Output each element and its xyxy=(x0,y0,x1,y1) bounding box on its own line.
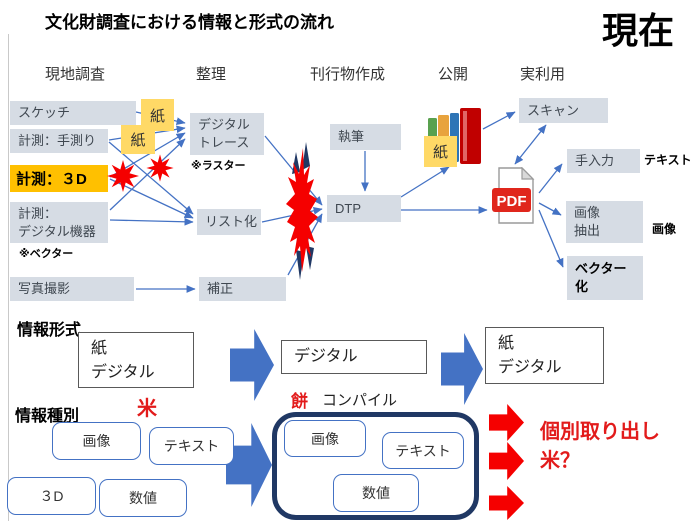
mochi-annotation: 餅 xyxy=(291,392,308,411)
note-vector: ※ベクター xyxy=(19,248,74,260)
box-correction: 補正 xyxy=(199,277,286,301)
tag-paper-2: 紙 xyxy=(121,125,155,154)
stage-header-organize: 整理 xyxy=(196,66,227,83)
stage-header-field-survey: 現地調査 xyxy=(45,66,106,83)
type-box-image: 画像 xyxy=(52,422,141,460)
format-heading: 情報形式 xyxy=(17,322,82,339)
box-vectorize: ベクター 化 xyxy=(567,256,643,300)
format-box-2: デジタル xyxy=(281,340,427,374)
box-sketch: スケッチ xyxy=(10,101,136,125)
type-heading: 情報種別 xyxy=(15,408,80,425)
pdf-icon: PDF xyxy=(492,167,535,224)
group-box-text: テキスト xyxy=(382,432,464,469)
note-text: テキスト xyxy=(644,153,692,167)
box-writing: 執筆 xyxy=(330,124,401,150)
box-measure-digital: 計測： デジタル機器 xyxy=(10,202,108,243)
type-box-number: 数値 xyxy=(99,479,187,517)
box-listing: リスト化 xyxy=(197,209,261,235)
box-image-extract: 画像 抽出 xyxy=(566,201,643,243)
box-manual-input: 手入力 xyxy=(567,149,640,173)
page-title: 文化財調査における情報と形式の流れ xyxy=(45,13,334,32)
box-measure-hand: 計測：手測り xyxy=(10,129,108,153)
box-scan: スキャン xyxy=(519,98,608,123)
note-raster: ※ラスター xyxy=(191,160,246,172)
box-measure-3d: 計測：３D xyxy=(10,165,108,192)
rice-annotation: 米 xyxy=(137,398,157,420)
tag-paper-3: 紙 xyxy=(424,136,457,167)
box-digital-trace: デジタル トレース xyxy=(190,113,264,155)
stage-header-release: 公開 xyxy=(438,66,469,83)
group-box-number: 数値 xyxy=(333,474,419,512)
starburst-small-icons xyxy=(107,154,174,192)
box-photo: 写真撮影 xyxy=(10,277,134,301)
pdf-icon-label: PDF xyxy=(497,193,527,210)
individual-extraction-label: 個別取り出し 米？ xyxy=(540,421,660,472)
stage-header-practical-use: 実利用 xyxy=(520,66,566,83)
slide-left-edge xyxy=(8,34,9,521)
type-box-3d: ３D xyxy=(7,477,96,515)
group-box-image: 画像 xyxy=(284,420,366,457)
compile-label: コンパイル xyxy=(322,392,398,409)
type-box-text: テキスト xyxy=(149,427,234,465)
box-dtp: DTP xyxy=(327,195,401,222)
starburst-large-icon xyxy=(286,142,318,280)
stage-header-publication: 刊行物作成 xyxy=(310,66,386,83)
note-image: 画像 xyxy=(652,222,677,236)
current-label: 現在 xyxy=(602,10,675,51)
format-box-3: 紙 デジタル xyxy=(485,327,604,384)
format-box-1: 紙 デジタル xyxy=(78,332,194,388)
